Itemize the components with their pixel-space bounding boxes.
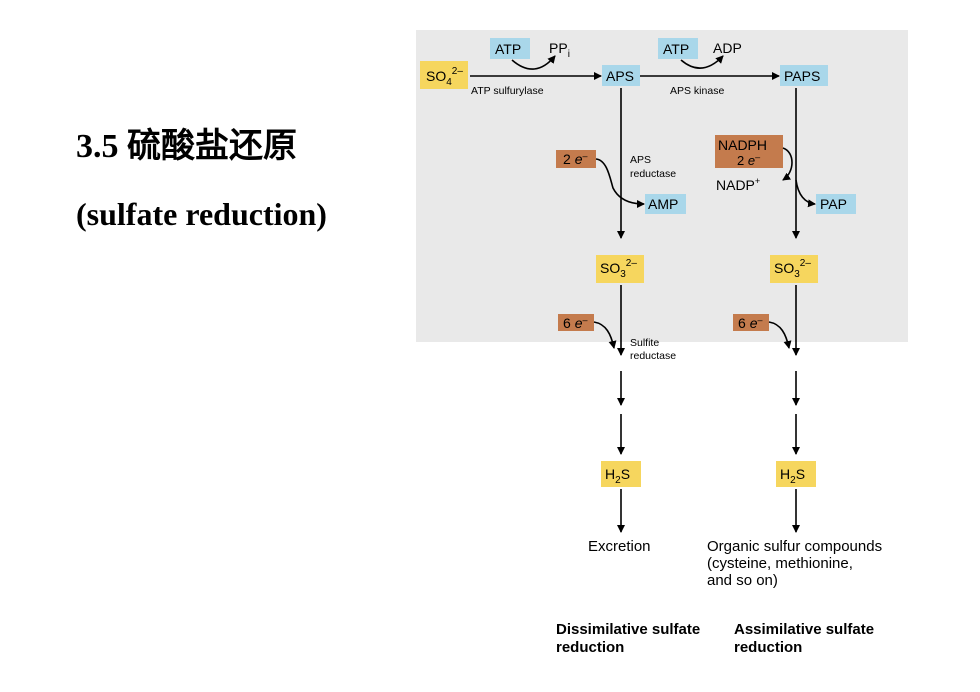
six-electron-label-left: 6 e– [563, 315, 588, 331]
ppi-label: PPi [549, 40, 570, 60]
two-electron-label-right: 2 e– [737, 152, 760, 168]
atp-box-1 [490, 38, 530, 59]
atp-sulfurylase-label: ATP sulfurylase [471, 85, 544, 97]
pap-label: PAP [820, 196, 847, 212]
sulfite-label-right: SO32– [774, 258, 811, 280]
aps-box [602, 65, 640, 86]
six-electron-box-left [558, 314, 594, 331]
atp-box-2 [658, 38, 698, 59]
paps-label: PAPS [784, 68, 820, 84]
h2s-box-left [601, 461, 641, 487]
six-electron-box-right [733, 314, 769, 331]
nadph-label: NADPH [718, 137, 767, 153]
sulfite-label-left: SO32– [600, 258, 637, 280]
amp-box [645, 194, 686, 214]
sulfite-box-right [770, 255, 818, 283]
sulfate-box [420, 61, 468, 89]
pap-box [816, 194, 856, 214]
two-electron-box-left [556, 150, 596, 168]
arrow-6e-left [593, 321, 617, 349]
sulfite-box-left [596, 255, 644, 283]
excretion-label: Excretion [588, 538, 651, 555]
aps-label: APS [606, 68, 634, 84]
arrow-6e-right [768, 321, 792, 349]
arrow-nadph-to-nadp [782, 147, 793, 181]
arrow-atp-to-ppi [511, 55, 556, 70]
arrow-2e-to-amp [595, 158, 645, 208]
atp-label-2: ATP [663, 41, 689, 57]
sulfate-label: SO42– [426, 66, 463, 88]
atp-label-1: ATP [495, 41, 521, 57]
h2s-label-left: H2S [605, 466, 630, 486]
arrow-to-pap [795, 179, 816, 208]
six-electron-label-right: 6 e– [738, 315, 763, 331]
nadp-label: NADP+ [716, 176, 760, 193]
organic-sulfur-label: Organic sulfur compounds(cysteine, methi… [707, 538, 882, 589]
paps-box [780, 65, 828, 86]
nadph-box [715, 135, 783, 168]
slide-subtitle: (sulfate reduction) [76, 196, 327, 232]
arrow-atp-to-adp [680, 55, 724, 69]
h2s-label-right: H2S [780, 466, 805, 486]
amp-label: AMP [648, 196, 678, 212]
adp-label: ADP [713, 40, 742, 56]
h2s-box-right [776, 461, 816, 487]
slide-title: 3.5 硫酸盐还原 [76, 128, 297, 165]
two-electron-label-left: 2 e– [563, 151, 588, 167]
aps-kinase-label: APS kinase [670, 85, 724, 97]
